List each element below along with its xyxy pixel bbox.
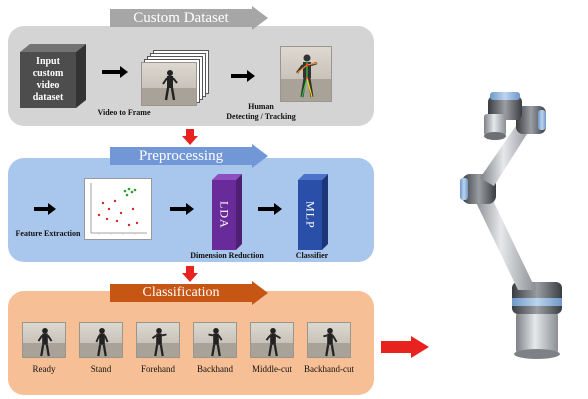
class-frame-ready (22, 322, 66, 358)
classification-title: Classification (110, 284, 252, 302)
lda-block: LDA (212, 174, 242, 250)
input-box-line-3: video (36, 80, 60, 91)
input-box-line-2: custom (32, 68, 64, 79)
input-box-line-1: Input (36, 56, 60, 67)
feature-extraction-label: Feature Extraction (15, 229, 81, 238)
preprocessing-title: Preprocessing (110, 147, 252, 165)
red-down-arrow-icon (182, 129, 198, 145)
classification-banner: Classification (110, 281, 268, 305)
video-to-frame-label: Video to Frame (97, 108, 151, 117)
custom-dataset-banner: Custom Dataset (110, 6, 268, 30)
class-label-backhand: Backhand (197, 364, 233, 374)
skeleton-tracking-frame (280, 46, 332, 102)
class-label-forehand: Forehand (141, 364, 175, 374)
mlp-label: MLP (303, 201, 318, 229)
preprocessing-banner: Preprocessing (110, 144, 268, 168)
class-label-stand: Stand (90, 364, 112, 374)
arrow-right-icon (170, 203, 194, 215)
class-frame-forehand (136, 322, 180, 358)
class-label-ready: Ready (32, 364, 56, 374)
input-box-line-4: dataset (32, 92, 64, 103)
class-frame-stand (79, 322, 123, 358)
class-frame-backhand-cut (307, 322, 351, 358)
mlp-block: MLP (298, 174, 328, 250)
lda-label: LDA (217, 201, 232, 229)
red-down-arrow-icon (182, 266, 198, 282)
arrow-right-icon (34, 203, 56, 215)
input-dataset-box: Input custom video dataset (20, 44, 86, 108)
scatter-plot-thumbnail (84, 178, 152, 240)
arrow-right-icon (258, 203, 282, 215)
arrow-right-icon (231, 70, 255, 82)
class-label-middle-cut: Middle-cut (252, 364, 292, 374)
dimension-reduction-label: Dimension Reduction (190, 251, 264, 260)
red-right-arrow-icon (381, 336, 429, 358)
robot-arm-image (432, 86, 582, 362)
classifier-label: Classifier (295, 251, 329, 260)
class-frame-middle-cut (250, 322, 294, 358)
class-frame-backhand (193, 322, 237, 358)
arrow-right-icon (102, 66, 128, 78)
human-detecting-label: Human Detecting / Tracking (226, 102, 296, 121)
custom-dataset-title: Custom Dataset (110, 9, 252, 27)
class-label-backhand-cut: Backhand-cut (304, 364, 354, 374)
video-frame-stack (141, 50, 209, 106)
